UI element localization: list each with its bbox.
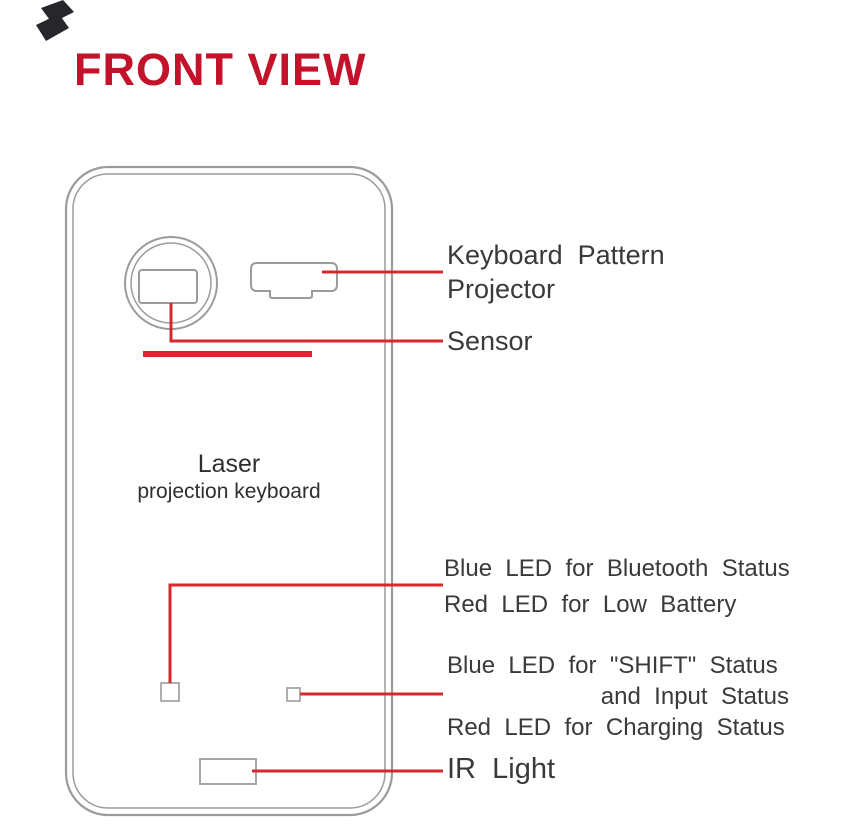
bluetooth-led-leader-line	[168, 583, 443, 683]
device-body-inner	[72, 173, 386, 809]
device-name: Laser projection keyboard	[79, 450, 379, 504]
shift-led-label-line2: and Input Status	[600, 683, 789, 710]
shift-led	[286, 687, 301, 702]
ir-light-window	[199, 758, 257, 785]
device-name-line2: projection keyboard	[137, 480, 321, 503]
projector-label: Keyboard Pattern Projector	[447, 238, 665, 306]
bluetooth-led	[160, 682, 180, 702]
projector-window	[250, 262, 338, 299]
corner-logo	[36, 0, 74, 41]
bluetooth-led-label: Blue LED for Bluetooth Status Red LED fo…	[444, 551, 790, 623]
shift-led-label-line1: Blue LED for "SHIFT" Status	[447, 652, 778, 679]
page-title: FRONT VIEW	[74, 44, 367, 95]
projector-label-line2: Projector	[447, 274, 556, 304]
sensor-label: Sensor	[447, 326, 533, 356]
sensor-leader-line	[169, 303, 443, 343]
bluetooth-led-label-line2: Red LED for Low Battery	[444, 591, 737, 618]
bluetooth-led-label-line1: Blue LED for Bluetooth Status	[444, 555, 790, 582]
shift-led-label: Blue LED for "SHIFT" Status and Input St…	[447, 650, 789, 743]
device-body-outer	[64, 165, 394, 817]
ir-light-label: IR Light	[447, 753, 556, 785]
shift-led-label-line3: Red LED for Charging Status	[447, 714, 785, 741]
device-name-line1: Laser	[197, 450, 261, 478]
sensor-window	[138, 269, 198, 304]
projector-label-line1: Keyboard Pattern	[447, 240, 665, 270]
